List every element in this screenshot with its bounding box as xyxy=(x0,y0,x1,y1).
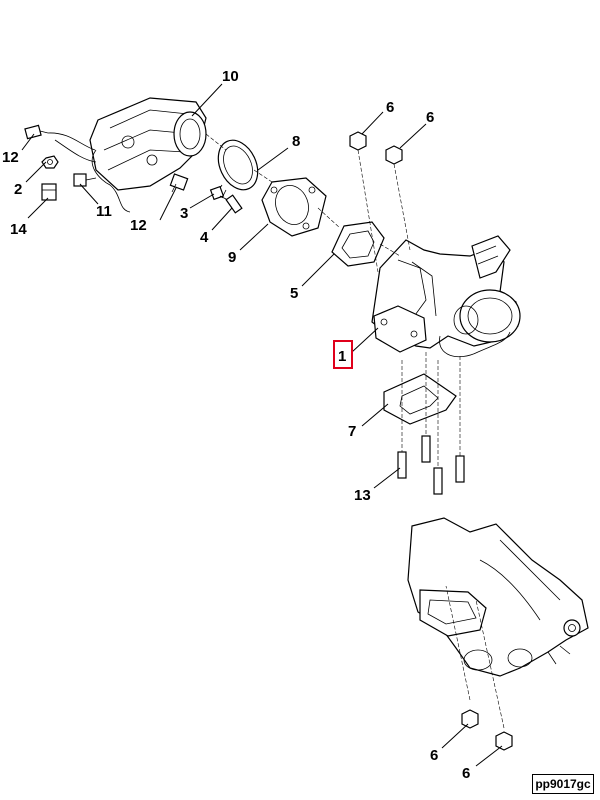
callout-1: 1 xyxy=(338,348,346,365)
nut-2 xyxy=(41,155,59,169)
alignment-lines xyxy=(205,133,505,729)
callout-7: 7 xyxy=(348,423,356,440)
callout-6-bottom-left: 6 xyxy=(430,747,438,764)
callout-12-upper: 12 xyxy=(2,149,19,166)
callout-6-bottom-right: 6 xyxy=(462,765,470,782)
callout-6-top-right: 6 xyxy=(426,109,434,126)
callout-9: 9 xyxy=(228,249,236,266)
nut-6-lower-right xyxy=(495,731,513,751)
gasket-7 xyxy=(383,373,457,425)
adapter-flange-9 xyxy=(261,177,327,237)
callout-11: 11 xyxy=(96,203,112,220)
leader-lines xyxy=(21,83,503,767)
callout-4: 4 xyxy=(200,229,209,246)
exhaust-manifold xyxy=(407,517,589,677)
turbocharger-1 xyxy=(371,235,521,358)
callout-14: 14 xyxy=(10,221,27,238)
sensor-12-lower xyxy=(169,173,189,193)
callout-3: 3 xyxy=(180,205,188,222)
callout-8: 8 xyxy=(292,133,300,150)
throttle-body-assembly xyxy=(47,97,207,213)
connector-12-upper xyxy=(24,124,49,140)
stud-4 xyxy=(225,194,243,214)
gasket-5 xyxy=(331,221,385,267)
callout-10: 10 xyxy=(222,68,239,85)
nut-6-lower-left xyxy=(461,709,479,729)
callout-1-highlight-box xyxy=(333,340,353,369)
nut-6-upper-right xyxy=(385,145,403,165)
callout-5: 5 xyxy=(290,285,298,302)
studs-13 xyxy=(397,435,465,495)
nut-6-upper-left xyxy=(349,131,367,151)
drawing-code-label: pp9017gc xyxy=(532,774,594,794)
callout-6-top-left: 6 xyxy=(386,99,394,116)
connector-14 xyxy=(41,183,57,201)
callout-13: 13 xyxy=(354,487,371,504)
callout-12-lower: 12 xyxy=(130,217,147,234)
callout-2: 2 xyxy=(14,181,22,198)
connector-11 xyxy=(73,173,97,187)
